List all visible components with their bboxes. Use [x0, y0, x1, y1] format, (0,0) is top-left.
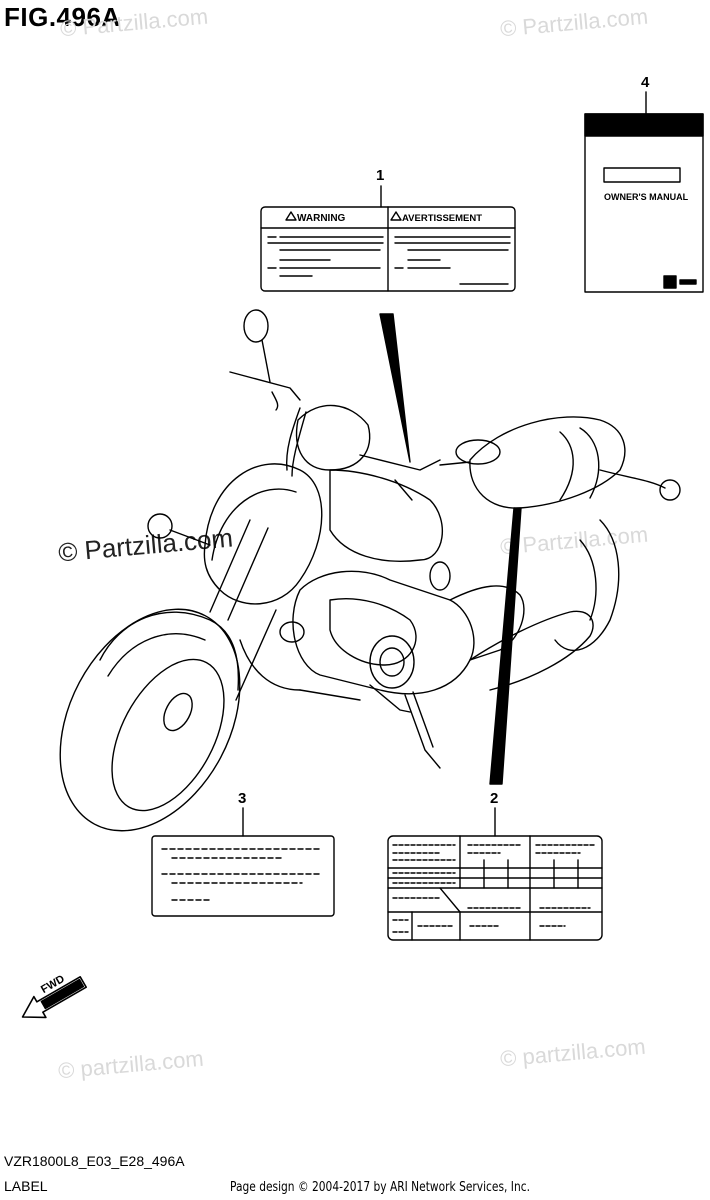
leader-part-1: [379, 313, 411, 463]
owners-manual-booklet: [584, 91, 704, 293]
leader-part-2: [489, 507, 522, 785]
warning-fr-text: AVERTISSEMENT: [402, 213, 482, 224]
figure-title: FIG.496A: [4, 2, 121, 32]
label-part-2: [387, 807, 603, 941]
section-name: LABEL: [4, 1178, 48, 1194]
callout-4: 4: [641, 74, 650, 91]
fwd-arrow: [21, 976, 87, 1019]
label-part-3: [151, 807, 335, 917]
warning-en-text: WARNING: [297, 213, 346, 224]
callout-2: 2: [490, 790, 499, 807]
callout-3: 3: [238, 790, 247, 807]
callout-1: 1: [376, 167, 385, 184]
copyright-footer: Page design © 2004-2017 by ARI Network S…: [230, 1180, 530, 1195]
motorcycle-outline: [59, 309, 681, 832]
warning-label: [260, 185, 516, 292]
owners-manual-text: OWNER'S MANUAL: [604, 192, 689, 202]
model-code: VZR1800L8_E03_E28_496A: [4, 1153, 185, 1169]
